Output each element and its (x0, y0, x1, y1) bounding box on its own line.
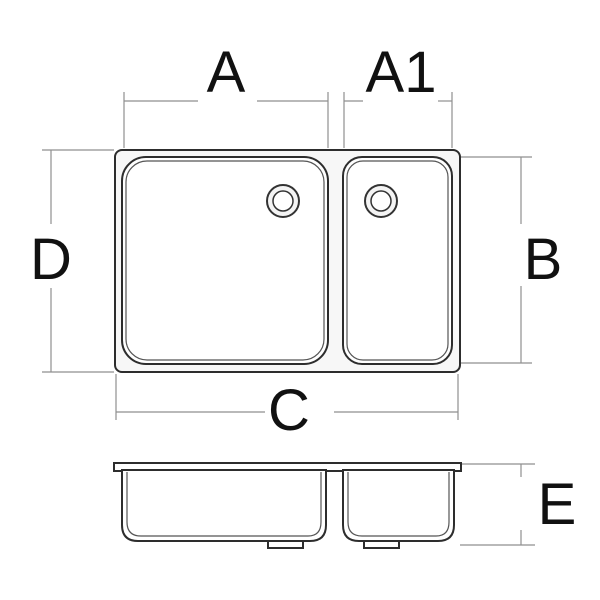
main-bowl (121, 156, 329, 365)
label-D: D (30, 227, 72, 292)
label-E: E (538, 472, 577, 537)
label-A1: A1 (366, 40, 437, 105)
label-C: C (268, 378, 310, 443)
label-B: B (524, 227, 563, 292)
small-bowl (342, 156, 453, 365)
main-bowl-inner-edge (125, 160, 325, 361)
side-main-bowl (121, 469, 327, 542)
sink-top-view (114, 149, 461, 373)
small-bowl-inner-edge (346, 160, 449, 361)
sink-side-view (113, 462, 462, 549)
label-A: A (207, 40, 246, 105)
side-small-drain (363, 540, 400, 549)
dimension-labels: A A1 D B C E (30, 40, 576, 537)
side-main-bowl-inner (126, 472, 322, 537)
side-main-drain (267, 540, 304, 549)
small-drain-center (370, 190, 392, 212)
side-small-bowl (342, 469, 455, 542)
dimension-lines (42, 92, 535, 546)
main-drain-center (272, 190, 294, 212)
side-small-bowl-inner (347, 472, 450, 537)
